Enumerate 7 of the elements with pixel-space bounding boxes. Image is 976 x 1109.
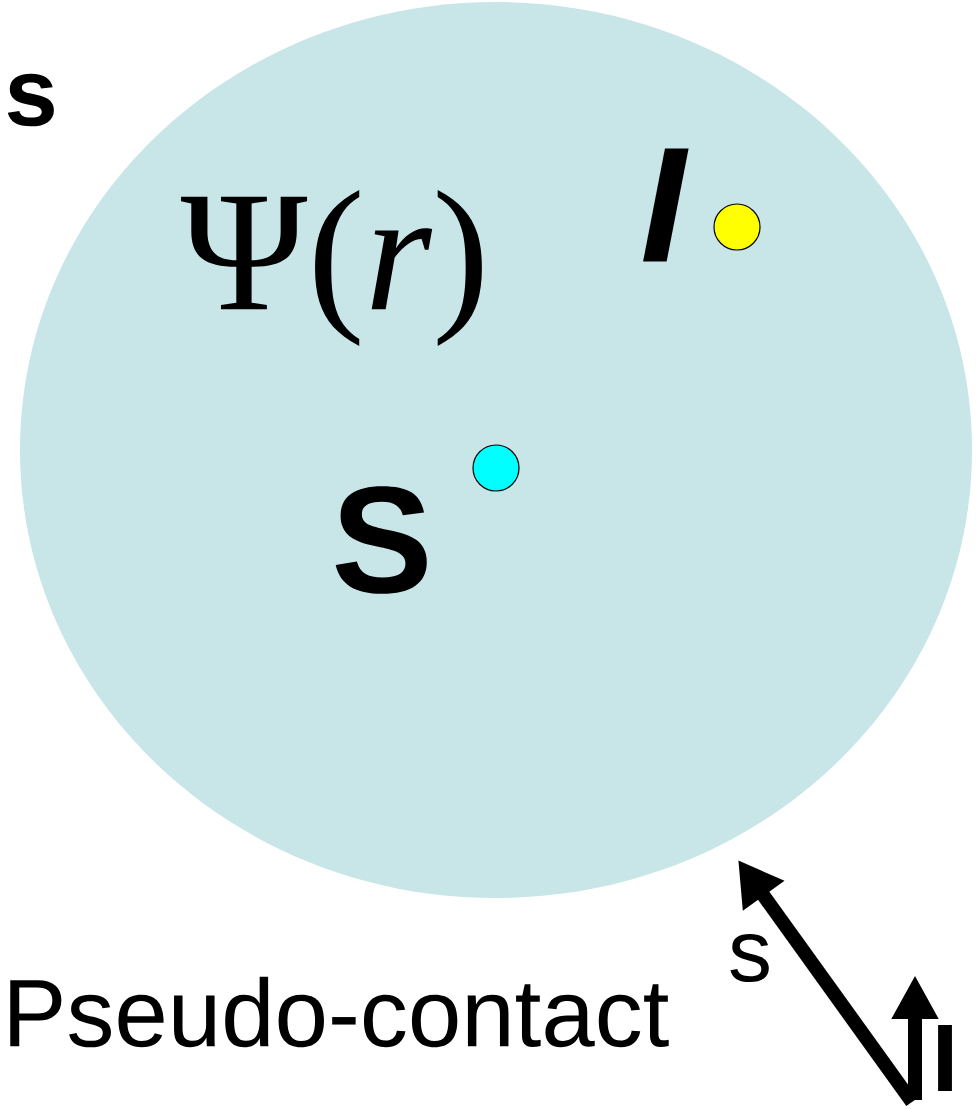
text-label: s xyxy=(7,73,54,127)
text-label: Pseudo-contact xyxy=(10,976,669,1048)
wave-function-label: Ψ(r) xyxy=(181,190,482,346)
spin-label: I xyxy=(643,148,689,262)
text-label: I xyxy=(938,1025,952,1092)
text-label: s xyxy=(730,934,769,983)
spin-label: S xyxy=(335,486,427,594)
